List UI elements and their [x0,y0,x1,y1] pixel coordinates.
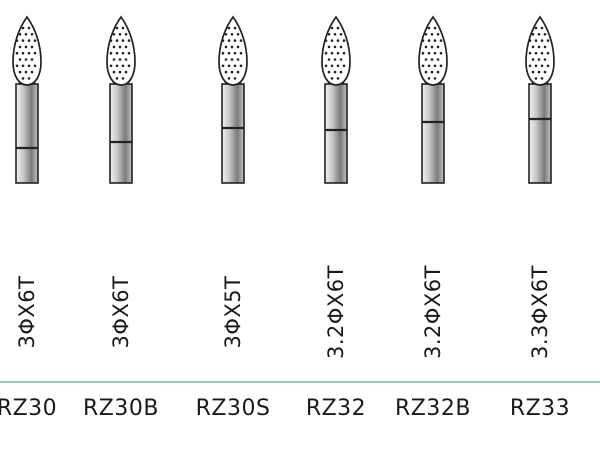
spec-label: 3ΦX5T [221,275,245,349]
product-code: RZ33 [509,396,571,421]
flame-diamond-bur-icon [106,15,136,184]
bur-item-rz32: 3.2ΦX6T RZ32 [306,0,366,450]
product-code: RZ32 [305,396,367,421]
spec-label: 3.2ΦX6T [421,264,445,360]
bur-shank [421,83,445,184]
bur-diamond-head [525,15,555,86]
flame-diamond-bur-icon [321,15,351,184]
grit-dots [109,26,131,80]
bur-diamond-head [218,15,248,86]
bur-item-rz30s: 3ΦX5T RZ30S [196,0,270,450]
bur-diamond-head [418,15,448,86]
spec-label: 3ΦX6T [15,275,39,349]
bur-diamond-head [106,15,136,86]
flame-diamond-bur-icon [525,15,555,184]
spec-label: 3.3ΦX6T [528,264,552,360]
flame-diamond-bur-icon [418,15,448,184]
grit-dots [221,26,243,80]
product-code: RZ30S [195,396,271,421]
grit-dots [15,26,37,80]
bur-item-rz30: 3ΦX6T RZ30 [0,0,57,450]
bur-item-rz30b: 3ΦX6T RZ30B [83,0,158,450]
product-code: RZ30B [83,396,159,421]
bur-diamond-head [12,15,42,86]
flame-diamond-bur-icon [218,15,248,184]
bur-item-rz33: 3.3ΦX6T RZ33 [510,0,570,450]
spec-label: 3ΦX6T [109,275,133,349]
bur-item-rz32b: 3.2ΦX6T RZ32B [395,0,470,450]
spec-label: 3.2ΦX6T [324,264,348,360]
bur-shank [324,83,348,184]
divider-line [0,381,600,383]
grit-dots [421,26,443,80]
grit-dots [324,26,346,80]
bur-shank [109,83,133,184]
flame-diamond-bur-icon [12,15,42,184]
grit-dots [528,26,550,80]
bur-shank [221,83,245,184]
product-code: RZ32B [395,396,471,421]
bur-shank [15,83,39,184]
bur-shank [528,83,552,184]
product-code: RZ30 [0,396,58,421]
bur-diamond-head [321,15,351,86]
